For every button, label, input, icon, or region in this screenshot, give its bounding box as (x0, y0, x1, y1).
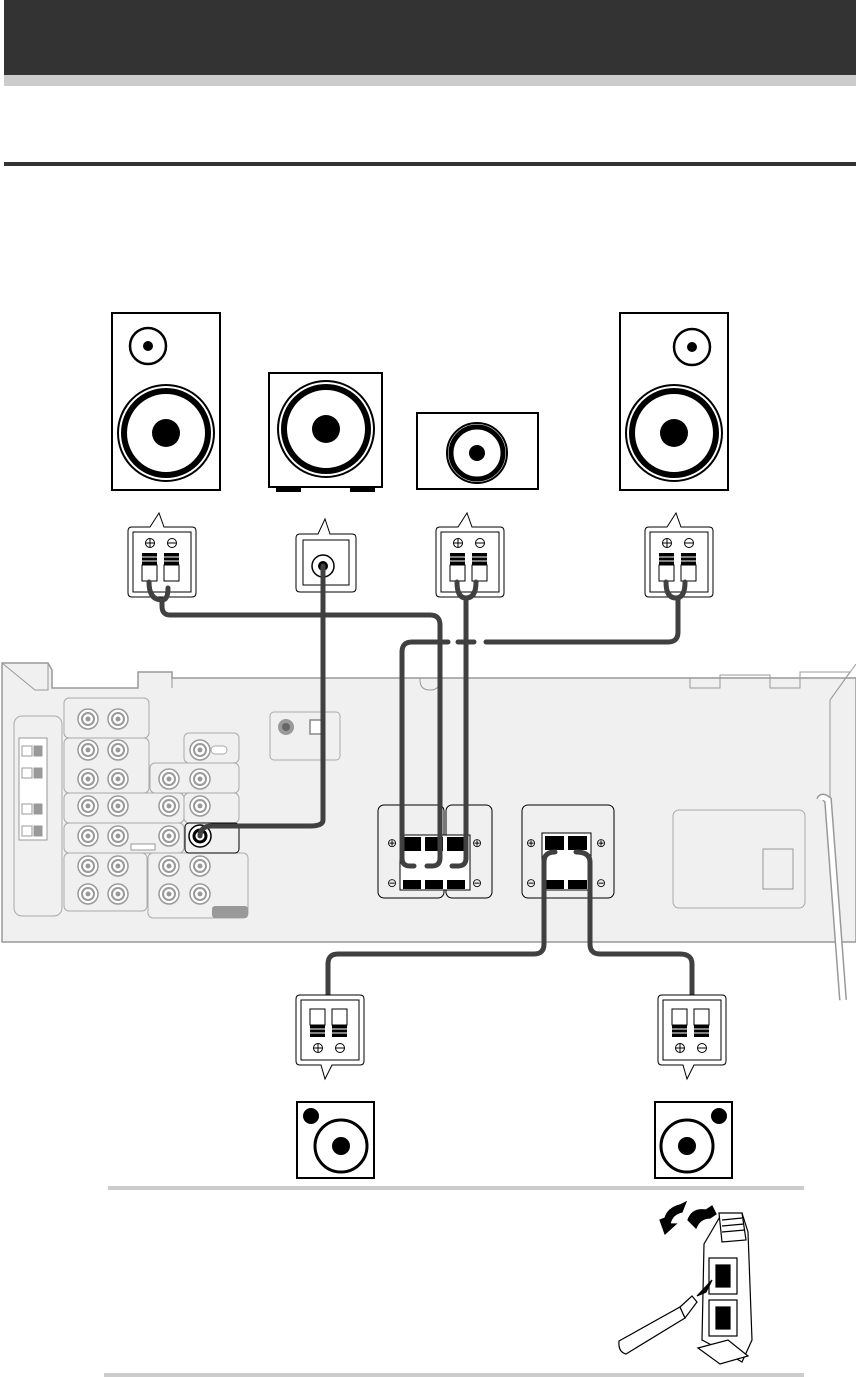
speaker-front-left (112, 313, 220, 490)
terminal-front-right (645, 513, 713, 597)
speaker-surround-right (655, 1102, 732, 1178)
woofer-icon (278, 381, 374, 477)
receiver-rear-panel: ⊕ ⊕ ⊖ ⊖ ⊕ ⊕ ⊖ ⊖ (2, 663, 856, 942)
minus-symbol: ⊖ (526, 876, 536, 890)
plus-symbol: ⊕ (526, 836, 536, 850)
speaker-subwoofer (269, 373, 382, 492)
speaker-front-right (620, 313, 728, 490)
note-rule-top (108, 1186, 804, 1190)
note-rule-bottom (104, 1373, 804, 1377)
woofer-icon (118, 385, 214, 481)
speaker-center (417, 413, 538, 489)
plus-symbol: ⊕ (387, 836, 397, 850)
open-arrow-icon (660, 1202, 686, 1234)
terminal-front-left (128, 513, 196, 597)
terminal-surround-right (658, 995, 726, 1079)
terminal-center (436, 513, 504, 597)
woofer-icon (626, 385, 722, 481)
plus-symbol: ⊕ (596, 836, 606, 850)
plus-symbol: ⊕ (472, 836, 482, 850)
woofer-icon (447, 423, 507, 483)
minus-symbol: ⊖ (596, 876, 606, 890)
speaker-surround-left (297, 1102, 374, 1178)
minus-symbol: ⊖ (472, 876, 482, 890)
minus-symbol: ⊖ (387, 876, 397, 890)
spring-terminal-illustration (619, 1202, 752, 1364)
terminal-subwoofer-rca (296, 519, 356, 592)
close-arrow-icon (688, 1206, 716, 1228)
tweeter-icon (130, 328, 166, 364)
terminal-surround-left (296, 995, 364, 1079)
tweeter-icon (674, 329, 710, 365)
